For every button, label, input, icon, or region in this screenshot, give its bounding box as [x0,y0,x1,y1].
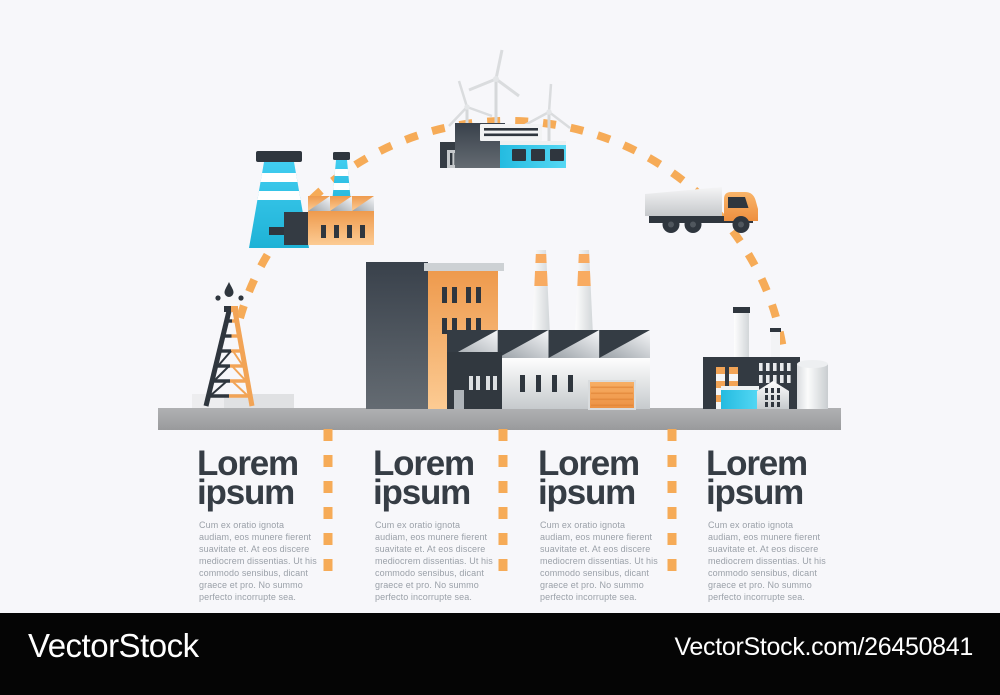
dump-truck-icon [645,187,758,233]
heading-line-1: Lorem [373,444,475,483]
heading-line-2: ipsum [197,472,295,512]
heading-line-2: ipsum [706,472,804,512]
orange-factory-icon [249,151,374,248]
wind-turbine-icon [468,49,520,139]
watermark-bar: VectorStock VectorStock.com/26450841 [0,613,1000,695]
image-reference-text: VectorStock.com/26450841 [674,633,973,661]
column-body-text: Cum ex oratio ignota audiam, eos munere … [375,520,493,603]
vectorstock-logo: VectorStock [28,627,199,664]
heading-line-1: Lorem [706,444,808,483]
ground-platform [158,408,841,430]
column-body-text: Cum ex oratio ignota audiam, eos munere … [540,520,658,603]
oil-derrick-icon [192,282,294,408]
heading-line-1: Lorem [197,444,299,483]
heading-line-2: ipsum [373,472,471,512]
column-body-text: Cum ex oratio ignota audiam, eos munere … [199,520,317,603]
heading-line-2: ipsum [538,472,636,512]
column-body-text: Cum ex oratio ignota audiam, eos munere … [708,520,826,603]
industrial-plant-icon [703,307,828,409]
wind-power-factory-icon [440,49,571,168]
large-factory-icon [366,250,650,410]
wind-turbine-icon [524,83,571,152]
heading-line-1: Lorem [538,444,640,483]
